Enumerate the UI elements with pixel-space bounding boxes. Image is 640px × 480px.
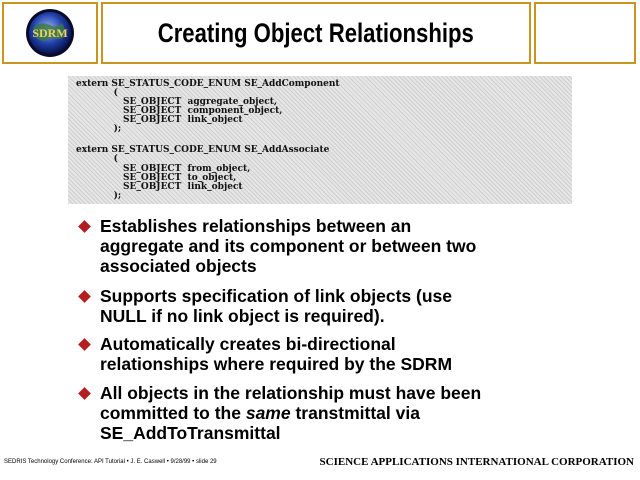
bullet-diamond-icon [78,290,91,303]
code-line: SE_OBJECT to_object, [76,173,237,183]
sdrm-globe-logo: SDRM [26,9,74,57]
bullet-line: All objects in the relationship must hav… [100,383,482,403]
code-line: SE_OBJECT link_object [76,115,243,125]
code-line: extern SE_STATUS_CODE_ENUM SE_AddCompone… [76,79,340,89]
code-line: SE_OBJECT link_object [76,182,243,192]
bullet-text-segment: transtmittal via [290,403,420,423]
code-line: ( [76,88,118,98]
bullet-diamond-icon [78,338,91,351]
code-line: ( [76,154,118,164]
bullet-line: Establishes relationships between an [100,216,412,236]
code-line: SE_OBJECT from_object, [76,164,251,174]
bullet-line: Automatically creates bi-directional [100,334,396,354]
code-line: ); [76,191,122,201]
bullet-line: Supports specification of link objects (… [100,286,452,306]
bullet-line: committed to the same transtmittal via [100,403,620,423]
bullet-text: All objects in the relationship must hav… [100,383,620,443]
bullet-line: SE_AddToTransmittal [100,423,281,443]
bullet-text: Establishes relationships between an agg… [100,216,620,276]
code-line: extern SE_STATUS_CODE_ENUM SE_AddAssocia… [76,145,330,155]
code-line: SE_OBJECT aggregate_object, [76,97,277,107]
code-line: ); [76,124,122,134]
bullet-diamond-icon [78,387,91,400]
page-title: Creating Object Relationships [157,17,475,48]
code-block: extern SE_STATUS_CODE_ENUM SE_AddCompone… [68,76,572,204]
footer-company-name: SCIENCE APPLICATIONS INTERNATIONAL CORPO… [319,456,634,468]
bullet-line: relationships where required by the SDRM [100,354,453,374]
emphasis-text: same [245,403,291,423]
bullet-line: aggregate and its component or between t… [100,236,477,256]
bullet-text: Supports specification of link objects (… [100,286,620,326]
logo-frame: SDRM [2,2,98,64]
bullet-text: Automatically creates bi-directional rel… [100,334,620,374]
bullet-line: NULL if no link object is required). [100,306,385,326]
bullet-diamond-icon [78,220,91,233]
bullet-text-segment: committed to the [100,403,246,423]
empty-corner-frame [534,2,636,64]
logo-text: SDRM [32,26,67,40]
footer-left-text: SEDRIS Technology Conference: API Tutori… [4,459,217,465]
title-frame: Creating Object Relationships [101,2,531,64]
bullet-line: associated objects [100,256,257,276]
code-line: SE_OBJECT component_object, [76,106,283,116]
